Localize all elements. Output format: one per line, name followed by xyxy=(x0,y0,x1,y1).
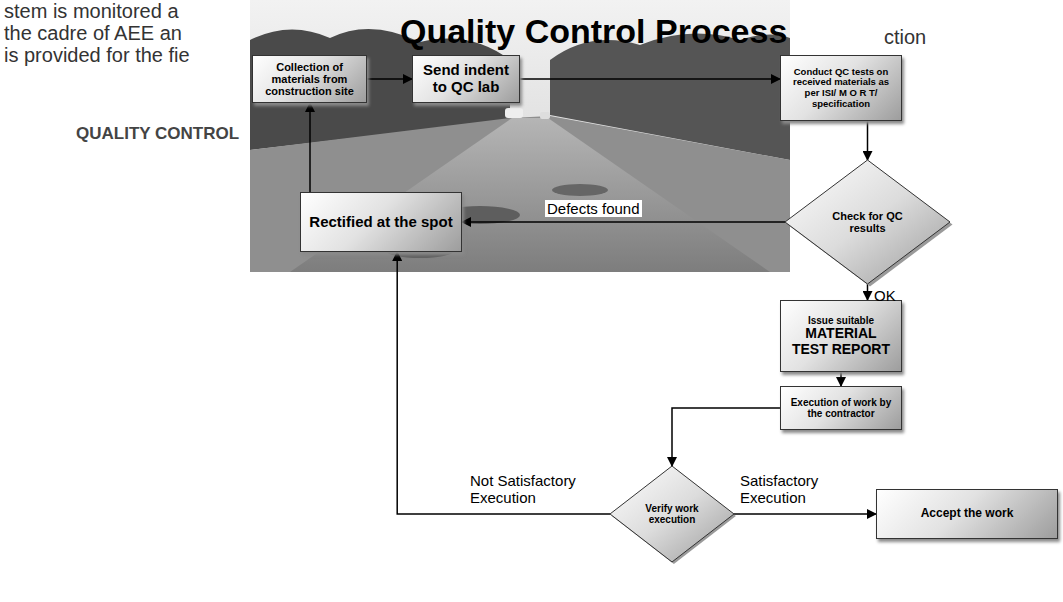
node-text: Issue suitable xyxy=(808,315,874,326)
process-box: Execution of work by the contractor xyxy=(780,386,902,430)
decision-diamond: Verify work execution xyxy=(610,466,734,562)
photo-car xyxy=(540,112,550,119)
text-label: stem is monitored a xyxy=(4,0,179,23)
process-box: Send indent to QC lab xyxy=(412,55,520,103)
node-text: Send indent to QC lab xyxy=(418,62,514,96)
node-text: MATERIAL TEST REPORT xyxy=(786,326,896,357)
photo-verge xyxy=(250,116,790,272)
node-text: Collection of materials from constructio… xyxy=(258,61,361,98)
diamond-shape xyxy=(610,466,734,562)
process-box: Rectified at the spot xyxy=(300,192,462,252)
photo-road xyxy=(290,118,770,272)
text-label: is provided for the fie xyxy=(4,44,190,67)
text-label: the cadre of AEE an xyxy=(4,22,182,45)
node-text: Verify work execution xyxy=(635,503,709,525)
edge-label: OK xyxy=(874,287,896,304)
diagram-title: Quality Control Process xyxy=(400,12,787,51)
node-text: Rectified at the spot xyxy=(309,214,452,231)
decision-diamond: Check for QC results xyxy=(785,160,950,284)
node-text: Execution of work by the contractor xyxy=(786,397,896,419)
flow-connector xyxy=(840,372,842,386)
process-box: Accept the work xyxy=(876,489,1058,539)
node-text: Accept the work xyxy=(921,507,1014,520)
node-text: Conduct QC tests on received materials a… xyxy=(786,67,896,110)
edge-label: Not Satisfactory Execution xyxy=(470,472,600,507)
photo-pothole xyxy=(552,184,608,196)
flow-connector xyxy=(734,513,876,515)
photo-sky xyxy=(250,0,790,272)
node-text: Check for QC results xyxy=(818,210,917,235)
diamond-shape xyxy=(785,160,950,284)
process-box: Issue suitableMATERIAL TEST REPORT xyxy=(780,300,902,372)
text-label: QUALITY CONTROL xyxy=(76,124,239,144)
process-box: Collection of materials from constructio… xyxy=(252,55,367,103)
edge-label: Defects found xyxy=(545,200,642,217)
text-label: ction xyxy=(884,26,926,49)
flow-connector xyxy=(309,103,311,192)
flow-connector xyxy=(672,408,780,466)
diamond-text: Verify work execution xyxy=(635,503,709,525)
edge-label: Satisfactory Execution xyxy=(740,472,860,507)
photo-car xyxy=(505,108,523,118)
flow-connector xyxy=(462,221,785,223)
process-box: Conduct QC tests on received materials a… xyxy=(780,55,902,121)
flow-connector xyxy=(867,284,869,300)
flow-connector xyxy=(867,121,869,160)
flow-connector xyxy=(367,78,412,80)
flow-connector xyxy=(397,252,610,514)
flow-connector xyxy=(520,78,780,80)
diamond-text: Check for QC results xyxy=(818,210,917,235)
